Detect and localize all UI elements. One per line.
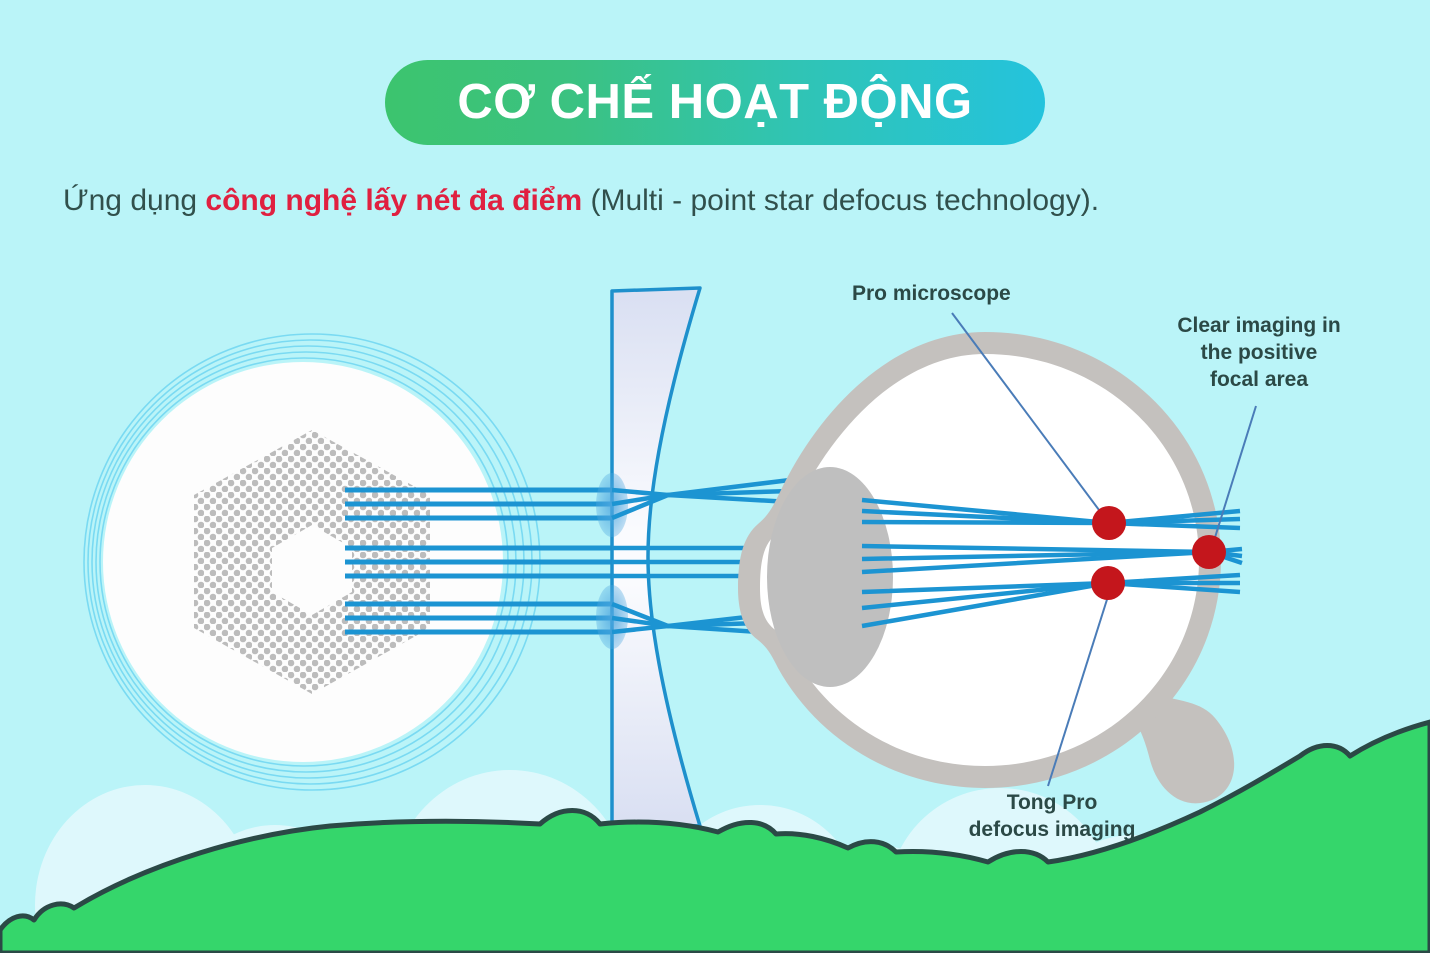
leader-lines bbox=[951, 312, 1257, 787]
contact-lens bbox=[83, 333, 541, 791]
focal-points bbox=[1091, 506, 1226, 600]
page-title: CƠ CHẾ HOẠT ĐỘNG bbox=[457, 75, 973, 129]
lens-glass-body bbox=[610, 286, 702, 828]
focal-dot-lower-defocus bbox=[1091, 566, 1125, 600]
eye-cross-section bbox=[738, 332, 1235, 804]
focal-dot-retina bbox=[1192, 535, 1226, 569]
annotation-clear-imaging-line-3: focal area bbox=[1209, 367, 1309, 391]
leader-line-pro-microscope bbox=[951, 312, 1106, 519]
hill-foreground bbox=[0, 719, 1430, 953]
annotation-clear-imaging-line-2: the positive bbox=[1200, 340, 1318, 364]
leader-line-clear-imaging bbox=[1211, 405, 1257, 548]
eye-interior-white bbox=[760, 354, 1199, 766]
annotation-tong-pro-line-1: Tong Pro bbox=[1006, 791, 1098, 814]
annotation-clear-imaging: Clear imaging in the positive focal area bbox=[1150, 313, 1368, 394]
subtitle-accent: công nghệ lấy nét đa điểm bbox=[205, 184, 583, 217]
green-hills bbox=[0, 719, 1430, 953]
subtitle-lead: Ứng dụng bbox=[63, 184, 206, 217]
annotation-tong-pro: Tong Pro defocus imaging bbox=[937, 790, 1167, 844]
focal-dot-upper-defocus bbox=[1092, 506, 1126, 540]
title-banner: CƠ CHẾ HOẠT ĐỘNG bbox=[385, 60, 1045, 145]
lens-focus-spot-upper bbox=[596, 473, 628, 537]
leader-line-tong-pro bbox=[1047, 589, 1111, 787]
lens-focus-spot-lower bbox=[596, 585, 628, 649]
subtitle-tail: (Multi - point star defocus technology). bbox=[582, 184, 1100, 217]
annotation-pro-microscope: Pro microscope bbox=[852, 282, 1011, 305]
annotation-tong-pro-line-2: defocus imaging bbox=[968, 817, 1136, 841]
light-rays-incoming bbox=[345, 487, 625, 635]
subtitle-line: Ứng dụng công nghệ lấy nét đa điểm (Mult… bbox=[63, 183, 1383, 219]
annotation-clear-imaging-line-1: Clear imaging in bbox=[1177, 314, 1341, 337]
crystalline-lens bbox=[767, 467, 893, 687]
